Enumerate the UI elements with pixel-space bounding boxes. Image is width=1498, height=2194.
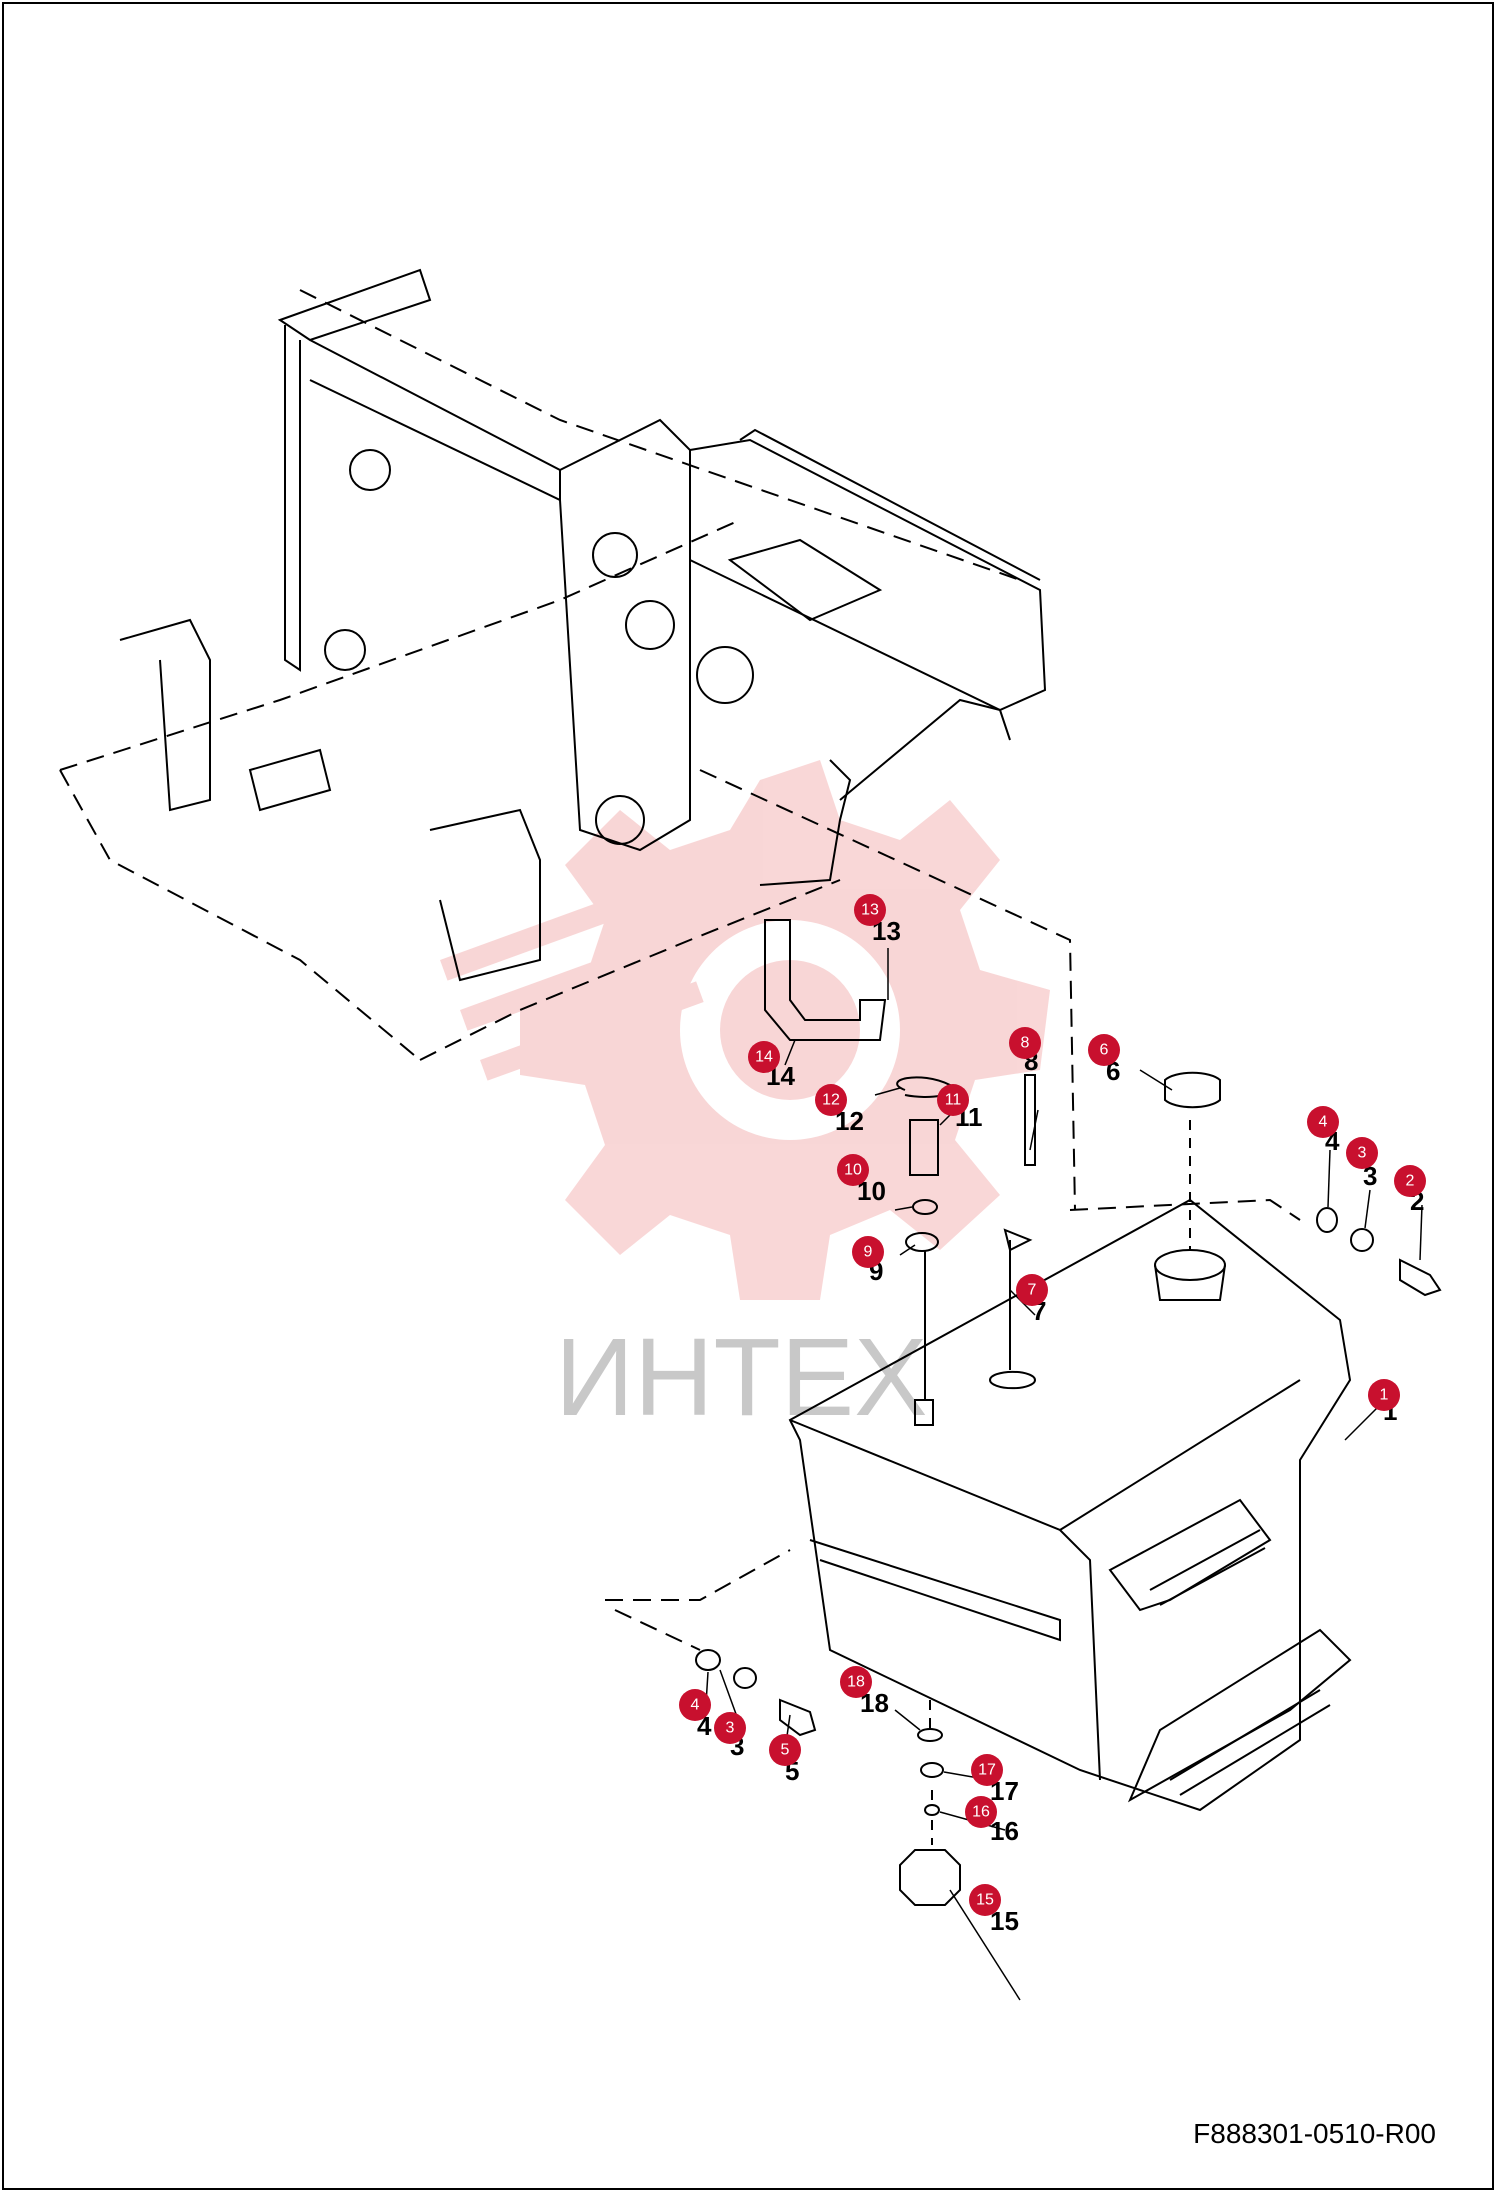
svg-text:12: 12 [822,1092,840,1109]
svg-text:3: 3 [726,1720,735,1737]
callout-markers: 1 2 3 4 3 4 5 6 7 8 9 10 11 12 13 14 15 … [679,894,1426,1916]
callout-5[interactable]: 5 [769,1734,801,1766]
level-sender [989,1228,1037,1390]
fitting [909,1119,939,1176]
washer-16 [924,1804,940,1816]
svg-text:8: 8 [1021,1035,1030,1052]
fuel-tank [605,1198,1352,1812]
callout-18[interactable]: 18 [840,1666,872,1698]
callout-9[interactable]: 9 [852,1236,884,1268]
watermark-logo [439,760,1050,1300]
callout-4-right[interactable]: 4 [1307,1106,1339,1138]
callout-10[interactable]: 10 [837,1154,869,1186]
svg-text:10: 10 [844,1162,862,1179]
drain-plug-15 [899,1849,961,1906]
callout-13[interactable]: 13 [854,894,886,926]
callout-15[interactable]: 15 [969,1884,1001,1916]
callout-16[interactable]: 16 [965,1796,997,1828]
callout-11[interactable]: 11 [937,1084,969,1116]
leader-lines [704,948,1423,2001]
callout-1[interactable]: 1 [1368,1379,1400,1411]
washer-9 [905,1232,939,1252]
svg-text:11: 11 [945,1092,962,1109]
svg-text:17: 17 [978,1762,996,1779]
callout-12[interactable]: 12 [815,1084,847,1116]
chassis-frame [59,268,1076,1211]
part-label-3-right: 3 [1363,1161,1377,1191]
svg-text:13: 13 [861,902,879,919]
hardware-parts [695,919,1442,1906]
document-code: F888301-0510-R00 [1193,2118,1436,2149]
svg-text:18: 18 [847,1674,865,1691]
callout-14[interactable]: 14 [748,1041,780,1073]
part-label-16: 16 [990,1816,1019,1846]
lock-washer-right-3 [1350,1228,1374,1252]
svg-text:15: 15 [976,1892,994,1909]
svg-text:7: 7 [1028,1282,1037,1299]
svg-text:9: 9 [864,1244,873,1261]
svg-text:5: 5 [781,1742,790,1759]
callout-17[interactable]: 17 [971,1754,1003,1786]
svg-text:2: 2 [1406,1173,1415,1190]
o-ring-18 [917,1728,943,1742]
svg-text:4: 4 [1319,1114,1328,1131]
sender-float [914,1399,934,1426]
callout-3-left[interactable]: 3 [714,1712,746,1744]
lock-washer-left-3 [733,1667,757,1689]
bolt-left-5 [779,1698,817,1737]
washer-right-4 [1316,1207,1338,1233]
fuel-pipe [764,919,887,1041]
cap-6 [1164,1071,1221,1109]
washer-17 [920,1762,944,1778]
svg-text:14: 14 [755,1049,773,1066]
svg-text:4: 4 [691,1697,700,1714]
washer-left-4 [695,1649,721,1671]
callout-7[interactable]: 7 [1016,1274,1048,1306]
svg-text:16: 16 [972,1804,990,1821]
callout-8[interactable]: 8 [1009,1027,1041,1059]
watermark-text: ИНТЕХ [555,1316,927,1439]
callout-4-left[interactable]: 4 [679,1689,711,1721]
bolt-8 [1024,1074,1036,1166]
svg-text:3: 3 [1358,1145,1367,1162]
callout-6[interactable]: 6 [1088,1034,1120,1066]
seal-ring [912,1199,938,1215]
bolt-right-2 [1399,1258,1442,1297]
svg-text:6: 6 [1100,1042,1109,1059]
callout-3-right[interactable]: 3 [1346,1137,1378,1169]
svg-text:1: 1 [1380,1387,1389,1404]
callout-2[interactable]: 2 [1394,1165,1426,1197]
